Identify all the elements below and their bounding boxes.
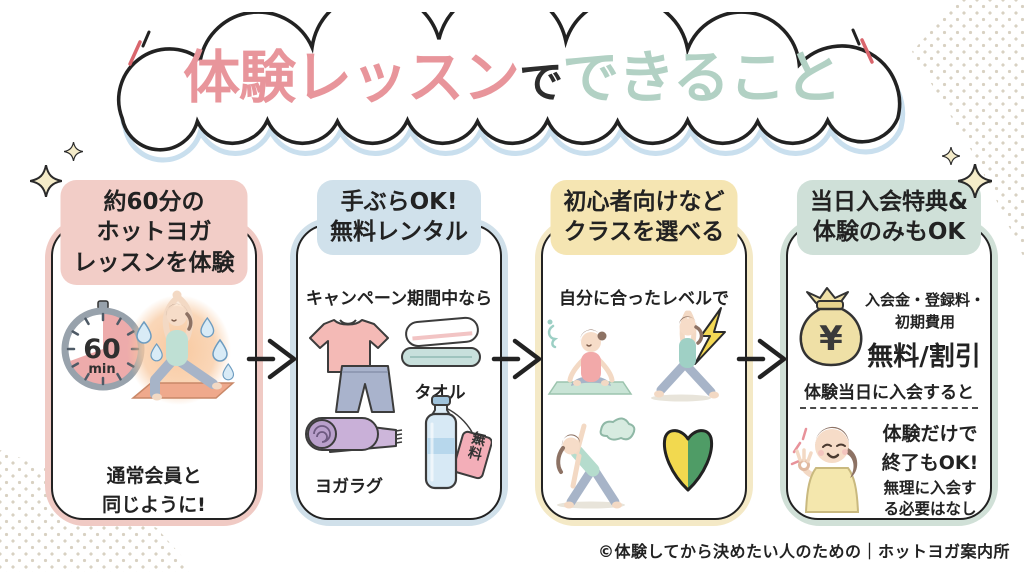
title-pink-text: 体験レッスン — [183, 45, 520, 111]
card-class-choice: 初心者向けなど クラスを選べる 自分に合ったレベルで — [535, 180, 753, 530]
card-lesson-duration: 約60分の ホットヨガ レッスンを体験 60 min — [45, 180, 263, 530]
arrow-right-icon — [491, 336, 549, 382]
header-line: 当日入会特典& — [809, 189, 969, 215]
arrow-right-icon — [246, 336, 304, 382]
sparkle-icon — [958, 164, 992, 198]
sparkle-icon — [64, 142, 83, 161]
fees-line: 入会金・登録料・ — [864, 291, 985, 309]
towels-icon — [401, 316, 481, 367]
card-rental-header: 手ぶらOK! 無料レンタル — [317, 180, 481, 255]
caption-line: 同じように! — [102, 493, 206, 516]
ok-line: 終了もOK! — [881, 451, 979, 474]
free-discount-text: 無料/割引 — [867, 342, 981, 372]
arrow-right-icon — [736, 336, 794, 382]
dashed-divider — [800, 407, 978, 409]
no-pressure-text: 無理に入会す る必要はなし — [872, 478, 988, 520]
page-title: 体験レッスンでできること — [112, 46, 912, 124]
card-benefit-header: 当日入会特典& 体験のみもOK — [796, 180, 982, 255]
title-connector-text: で — [519, 57, 563, 108]
beginner-mark-icon — [662, 429, 714, 492]
header-line: 無料レンタル — [330, 219, 468, 246]
card-lesson-header: 約60分の ホットヨガ レッスンを体験 — [60, 180, 248, 286]
card-lesson-caption: 通常会員と 同じように! — [45, 462, 263, 519]
header-line: 手ぶらOK! — [340, 189, 458, 215]
meditating-woman-illustration — [547, 319, 633, 395]
card-signup-benefit: 当日入会特典& 体験のみもOK ¥ 入会金・登録料・ 初期費用 無料/割引 体験… — [780, 180, 998, 530]
sparkle-icon — [30, 165, 62, 197]
sparkle-icon — [942, 147, 960, 165]
yen-symbol: ¥ — [819, 319, 843, 359]
card-class-header: 初心者向けなど クラスを選べる — [550, 180, 738, 255]
no-pressure-line: る必要はなし — [883, 499, 977, 518]
title-teal-text: できること — [562, 45, 842, 111]
water-bottle-free-tag-icon — [424, 395, 492, 490]
header-line: クラスを選べる — [563, 219, 725, 246]
fees-line: 初期費用 — [894, 312, 955, 331]
stopwatch-60min-icon: 60 min — [61, 300, 145, 391]
header-line: 約60分の — [103, 189, 205, 215]
fees-text: 入会金・登録料・ 初期費用 — [862, 290, 988, 334]
ok-line: 体験だけで — [882, 423, 978, 445]
no-pressure-line: 無理に入会す — [883, 479, 977, 497]
lunge-woman-lightning-illustration — [651, 307, 726, 402]
caption-line: 通常会員と — [106, 465, 202, 487]
header-line: ホットヨガ — [96, 219, 212, 246]
title-cloud — [116, 12, 906, 163]
ok-sign-girl-illustration — [790, 426, 860, 513]
card-class-subtext: 自分に合ったレベルで — [559, 289, 729, 309]
triangle-pose-woman-illustration — [556, 417, 636, 509]
trial-only-ok-text: 体験だけで 終了もOK! — [874, 420, 986, 477]
rug-label: ヨガラグ — [315, 477, 383, 497]
timer-value: 60 — [83, 334, 121, 365]
timer-unit: min — [88, 362, 115, 377]
yoga-rug-icon — [305, 417, 403, 453]
header-line: 体験のみもOK — [812, 219, 966, 246]
footer-credit: ©体験してから決めたい人のための｜ホットヨガ案内所 — [597, 542, 1010, 561]
hot-yoga-woman-illustration — [127, 290, 235, 405]
emphasis-lines-right-icon — [851, 28, 874, 64]
header-line: 初心者向けなど — [563, 189, 725, 215]
card-rental-subtext: キャンペーン期間中なら — [305, 289, 493, 309]
towel-label: タオル — [414, 383, 466, 403]
card-free-rental: 手ぶらOK! 無料レンタル キャンペーン期間中なら タオル ヨガラグ — [290, 180, 508, 530]
header-line: レッスンを体験 — [73, 249, 235, 276]
tshirt-shorts-icon — [309, 319, 395, 413]
emphasis-lines-left-icon — [128, 30, 151, 66]
money-bag-icon: ¥ — [799, 287, 863, 367]
signup-condition-text: 体験当日に入会すると — [804, 383, 974, 403]
